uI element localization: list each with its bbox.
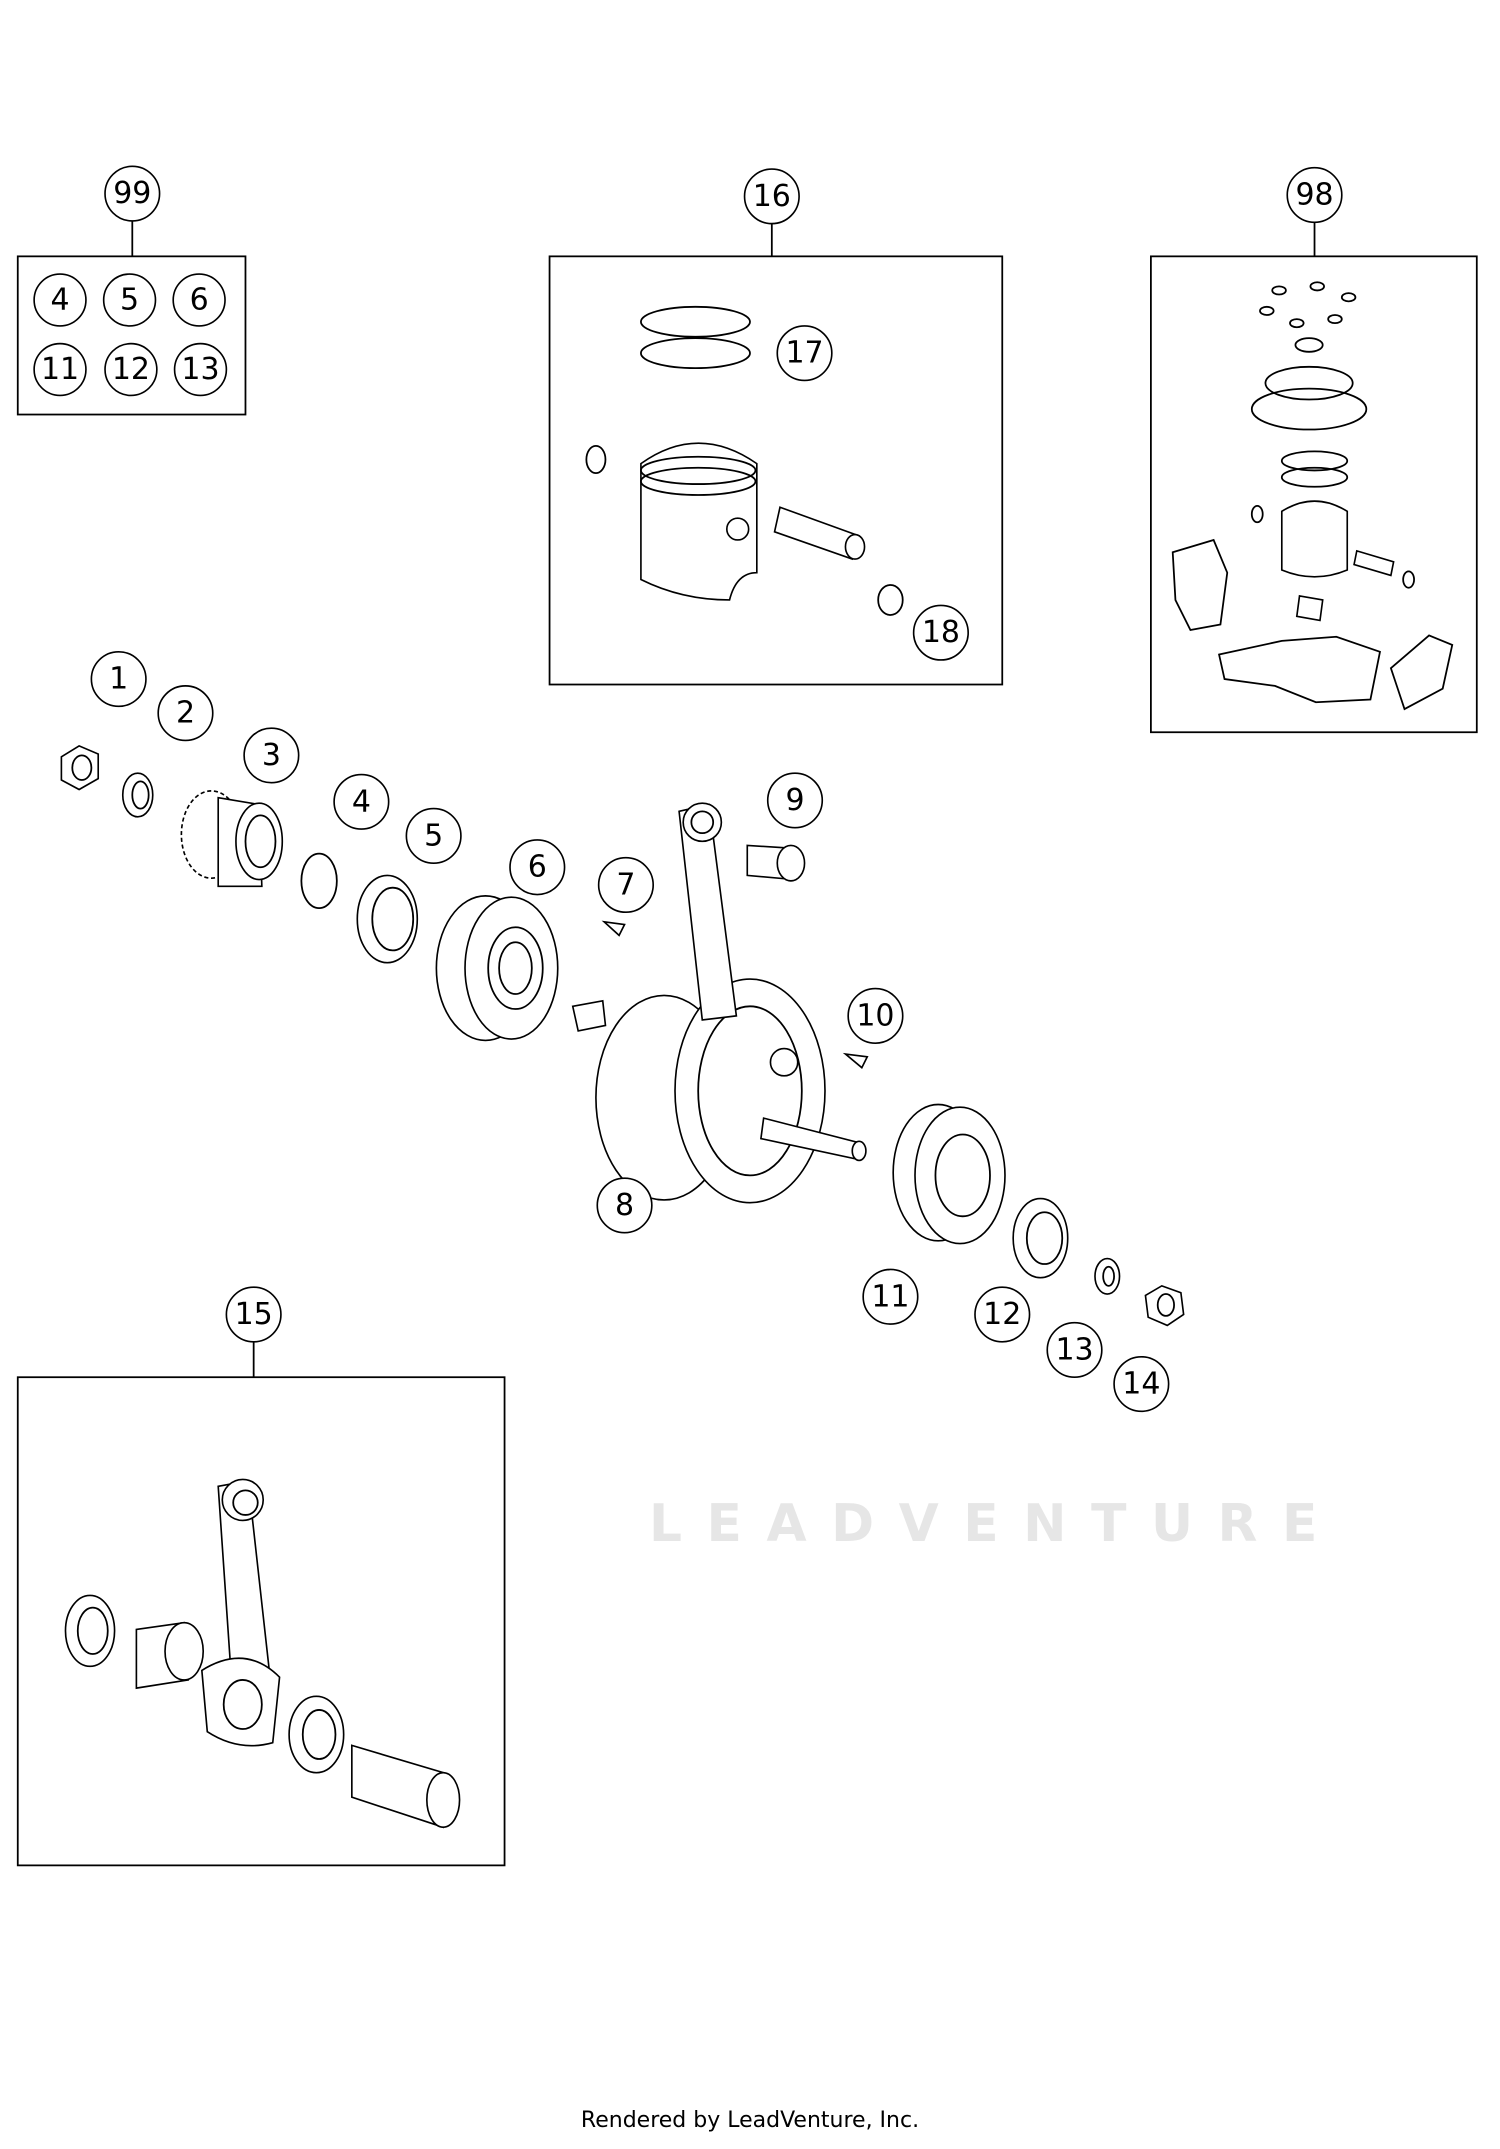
svg-text:11: 11 <box>41 352 79 387</box>
svg-text:12: 12 <box>983 1297 1021 1332</box>
svg-text:8: 8 <box>615 1188 634 1223</box>
svg-text:14: 14 <box>1122 1367 1160 1402</box>
svg-text:13: 13 <box>181 352 219 387</box>
callout-13[interactable]: 13 <box>1046 1321 1103 1379</box>
kit-99-item: 13 <box>173 342 228 397</box>
part-1-nut[interactable] <box>60 744 100 791</box>
svg-text:4: 4 <box>352 784 371 819</box>
kit-98-top-end[interactable]: 98 <box>1150 166 1478 734</box>
part-4-ring[interactable] <box>300 852 338 910</box>
part-5-seal[interactable] <box>356 874 419 964</box>
part-14-nut[interactable] <box>1144 1284 1185 1327</box>
svg-text:13: 13 <box>1055 1332 1093 1367</box>
callout-10[interactable]: 10 <box>847 987 904 1044</box>
part-3-gear[interactable] <box>180 790 284 888</box>
svg-text:7: 7 <box>616 867 635 902</box>
kit-99-item: 5 <box>102 273 157 327</box>
svg-text:10: 10 <box>856 998 894 1033</box>
part-7-key[interactable] <box>601 920 626 937</box>
part-6-bearing[interactable] <box>435 895 559 1042</box>
part-11-bearing[interactable] <box>892 1103 1006 1245</box>
kit-99[interactable]: 99 4 5 6 11 12 13 <box>16 165 247 416</box>
callout-6[interactable]: 6 <box>509 839 566 896</box>
part-13-washer[interactable] <box>1094 1257 1121 1295</box>
callout-18: 18 <box>922 615 960 650</box>
callout-3[interactable]: 3 <box>243 727 300 784</box>
svg-text:4: 4 <box>50 282 69 317</box>
footer-credit: Rendered by LeadVenture, Inc. <box>580 2108 920 2133</box>
part-10-key[interactable] <box>842 1052 869 1069</box>
kit-99-item: 6 <box>172 273 226 327</box>
svg-text:3: 3 <box>262 738 281 773</box>
callout-98: 98 <box>1295 177 1333 212</box>
kit-15-conrod[interactable]: 15 <box>16 1286 506 1867</box>
callout-17: 17 <box>785 336 823 371</box>
callout-12[interactable]: 12 <box>974 1286 1031 1343</box>
callout-1[interactable]: 1 <box>90 650 147 708</box>
kit-99-item: 4 <box>33 273 87 327</box>
svg-text:11: 11 <box>871 1279 909 1314</box>
svg-text:5: 5 <box>424 818 443 853</box>
svg-text:6: 6 <box>528 850 547 885</box>
part-2-washer[interactable] <box>121 772 154 818</box>
kit-99-item: 11 <box>33 342 87 397</box>
part-9-bushing[interactable] <box>746 844 806 882</box>
callout-14[interactable]: 14 <box>1113 1355 1170 1413</box>
callout-4[interactable]: 4 <box>333 773 390 830</box>
kit-16-piston[interactable]: 16 17 18 <box>548 168 1004 686</box>
callout-2[interactable]: 2 <box>157 685 214 742</box>
callout-9[interactable]: 9 <box>766 772 824 829</box>
svg-text:1: 1 <box>109 662 128 697</box>
kit-99-item: 12 <box>104 342 158 397</box>
part-12-seal[interactable] <box>1012 1197 1069 1279</box>
callout-5[interactable]: 5 <box>405 807 462 864</box>
callout-15: 15 <box>235 1297 273 1332</box>
watermark: LEADVENTURE <box>649 1494 1342 1554</box>
svg-text:6: 6 <box>190 282 209 317</box>
svg-text:2: 2 <box>176 696 195 731</box>
callout-11[interactable]: 11 <box>862 1268 919 1325</box>
callout-99: 99 <box>113 176 151 211</box>
callout-8[interactable]: 8 <box>596 1177 653 1234</box>
callout-7[interactable]: 7 <box>597 856 655 914</box>
svg-text:12: 12 <box>112 352 150 387</box>
svg-text:5: 5 <box>120 282 139 317</box>
svg-text:9: 9 <box>785 783 804 818</box>
callout-16: 16 <box>753 179 791 214</box>
part-8-crankshaft[interactable] <box>571 802 867 1204</box>
